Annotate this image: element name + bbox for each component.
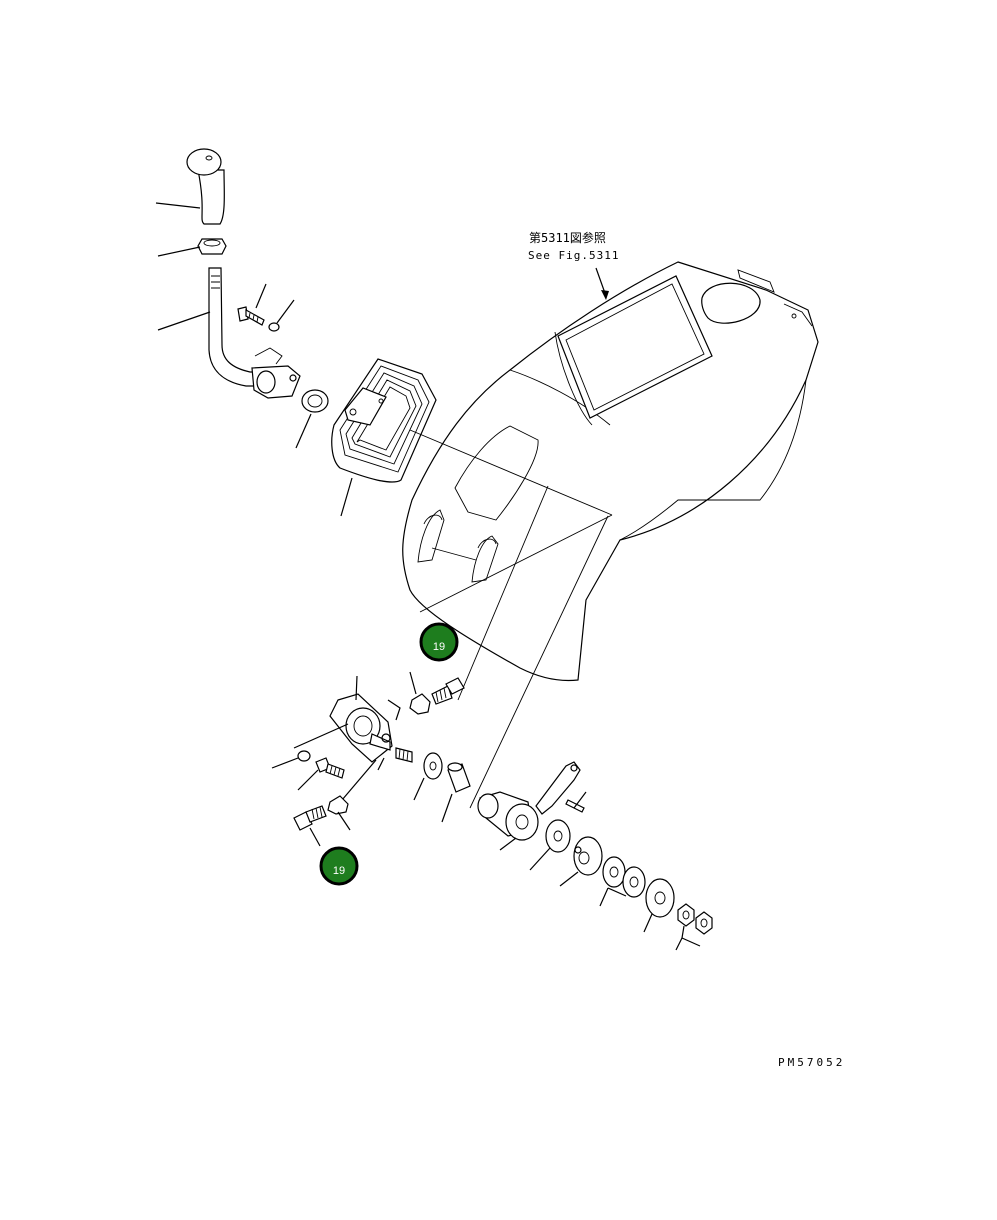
lever-boot <box>331 358 437 517</box>
reference-note-en: See Fig.5311 <box>528 249 619 262</box>
reference-note: 第5311図参照 See Fig.5311 <box>528 230 619 300</box>
callout-19-upper[interactable]: 19 <box>419 622 459 662</box>
lever-knob <box>155 148 225 225</box>
connection-lines <box>457 485 609 809</box>
bracket-assembly <box>293 675 413 801</box>
reference-arrowhead <box>601 290 609 300</box>
lever-rod <box>157 267 301 399</box>
console-body <box>402 261 819 682</box>
callout-19-upper-label: 19 <box>433 641 445 653</box>
lever-arm <box>477 761 587 851</box>
washer-stack <box>529 819 713 951</box>
lever-bolt <box>237 283 295 365</box>
drawing-code: PM57052 <box>778 1056 845 1069</box>
upper-bolt <box>409 671 465 715</box>
left-fasteners <box>271 750 351 847</box>
reference-note-jp: 第5311図参照 <box>529 230 606 245</box>
callout-19-lower-label: 19 <box>333 865 345 877</box>
center-washer-bushing <box>413 752 471 823</box>
lever-nut <box>157 238 227 257</box>
ring-washer <box>295 389 329 449</box>
callout-19-lower[interactable]: 19 <box>319 846 359 886</box>
